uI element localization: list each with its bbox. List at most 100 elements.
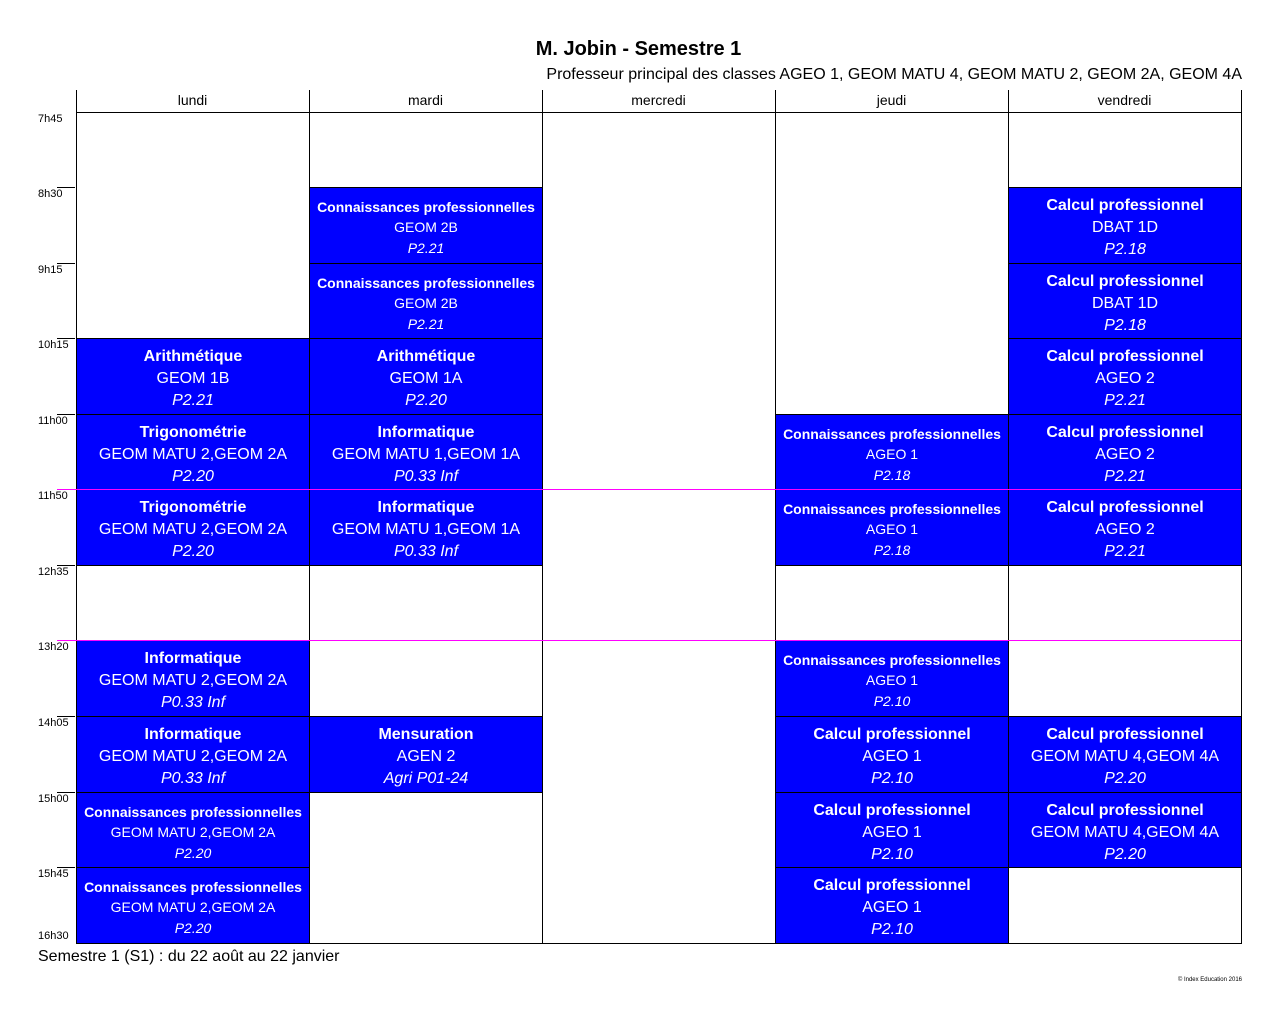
lesson-subject: Connaissances professionnelles [317, 275, 535, 291]
lesson-class: GEOM MATU 2,GEOM 2A [110, 824, 276, 840]
lesson-class: GEOM MATU 4,GEOM 4A [1030, 824, 1220, 841]
lesson-subject: Informatique [377, 424, 475, 441]
time-label: 13h20 [38, 641, 69, 653]
lesson-class: GEOM MATU 1,GEOM 1A [331, 521, 521, 538]
lesson-room: P0.33 Inf [160, 694, 226, 711]
time-label: 15h00 [38, 793, 69, 805]
header-divider [76, 112, 1242, 113]
lesson-subject: Connaissances professionnelles [783, 652, 1001, 668]
lesson-room: P2.20 [174, 920, 212, 936]
lesson-subject: Connaissances professionnelles [84, 804, 302, 820]
lesson-subject: Informatique [377, 499, 475, 516]
lesson-class: AGEO 1 [862, 899, 922, 916]
lesson-subject: Calcul professionnel [813, 877, 971, 894]
time-label: 11h50 [38, 490, 68, 502]
lesson-room: P2.20 [174, 845, 212, 861]
lesson-subject: Calcul professionnel [1046, 273, 1204, 290]
time-tick [57, 414, 75, 415]
time-tick [57, 867, 75, 868]
time-label: 12h35 [38, 566, 69, 578]
time-label: 7h45 [38, 113, 63, 125]
lesson-subject: Arithmétique [143, 348, 243, 365]
time-tick [57, 565, 75, 566]
lesson-class: GEOM MATU 2,GEOM 2A [98, 521, 288, 538]
lesson-subject: Arithmétique [376, 348, 476, 365]
time-label: 10h15 [38, 339, 69, 351]
time-tick [57, 716, 75, 717]
lesson-room: P2.18 [1104, 241, 1146, 258]
lesson-room: P2.21 [407, 316, 445, 332]
day-header-mercredi: mercredi [631, 92, 686, 108]
lesson-room: P2.21 [172, 392, 214, 409]
lesson-class: GEOM 1B [156, 370, 230, 387]
lesson-room: P0.33 Inf [393, 543, 459, 560]
lesson-subject: Calcul professionnel [1046, 726, 1204, 743]
time-label: 9h15 [38, 264, 63, 276]
lesson-class: GEOM 1A [389, 370, 463, 387]
lesson-class: GEOM MATU 4,GEOM 4A [1030, 748, 1220, 765]
lesson-room: P2.10 [871, 921, 913, 938]
lesson-room: P2.10 [871, 770, 913, 787]
lesson-class: AGEO 1 [862, 824, 922, 841]
time-label: 15h45 [38, 868, 69, 880]
lunch-marker-line [57, 489, 1241, 490]
time-label: 14h05 [38, 717, 69, 729]
grid-bottom [76, 943, 1242, 944]
lesson-room: P2.20 [172, 468, 214, 485]
lesson-room: P2.18 [1104, 317, 1146, 334]
lesson-room: P2.18 [873, 467, 911, 483]
lesson-class: AGEO 1 [865, 672, 919, 688]
lesson-room: P2.20 [405, 392, 447, 409]
lesson-room: P2.21 [407, 240, 445, 256]
lesson-class: AGEO 1 [865, 521, 919, 537]
lesson-room: P2.20 [1104, 846, 1146, 863]
lesson-subject: Calcul professionnel [1046, 348, 1204, 365]
lesson-class: AGEO 1 [862, 748, 922, 765]
lesson-subject: Connaissances professionnelles [317, 199, 535, 215]
time-tick [57, 792, 75, 793]
lesson-subject: Calcul professionnel [813, 726, 971, 743]
lesson-class: AGEO 2 [1095, 370, 1155, 387]
lesson-room: P2.10 [871, 846, 913, 863]
time-tick [57, 338, 75, 339]
day-header-vendredi: vendredi [1097, 92, 1152, 108]
lesson-room: P0.33 Inf [393, 468, 459, 485]
lesson-room: P2.21 [1104, 543, 1146, 560]
time-label: 16h30 [38, 930, 69, 942]
lesson-subject: Calcul professionnel [1046, 424, 1204, 441]
lesson-class: AGEO 2 [1095, 446, 1155, 463]
copyright: © Index Education 2016 [1177, 977, 1242, 983]
lesson-class: AGEN 2 [396, 748, 456, 765]
day-header-jeudi: jeudi [876, 92, 907, 108]
lesson-class: GEOM 2B [394, 219, 458, 235]
lesson-subject: Mensuration [378, 726, 474, 743]
lesson-subject: Calcul professionnel [1046, 802, 1204, 819]
